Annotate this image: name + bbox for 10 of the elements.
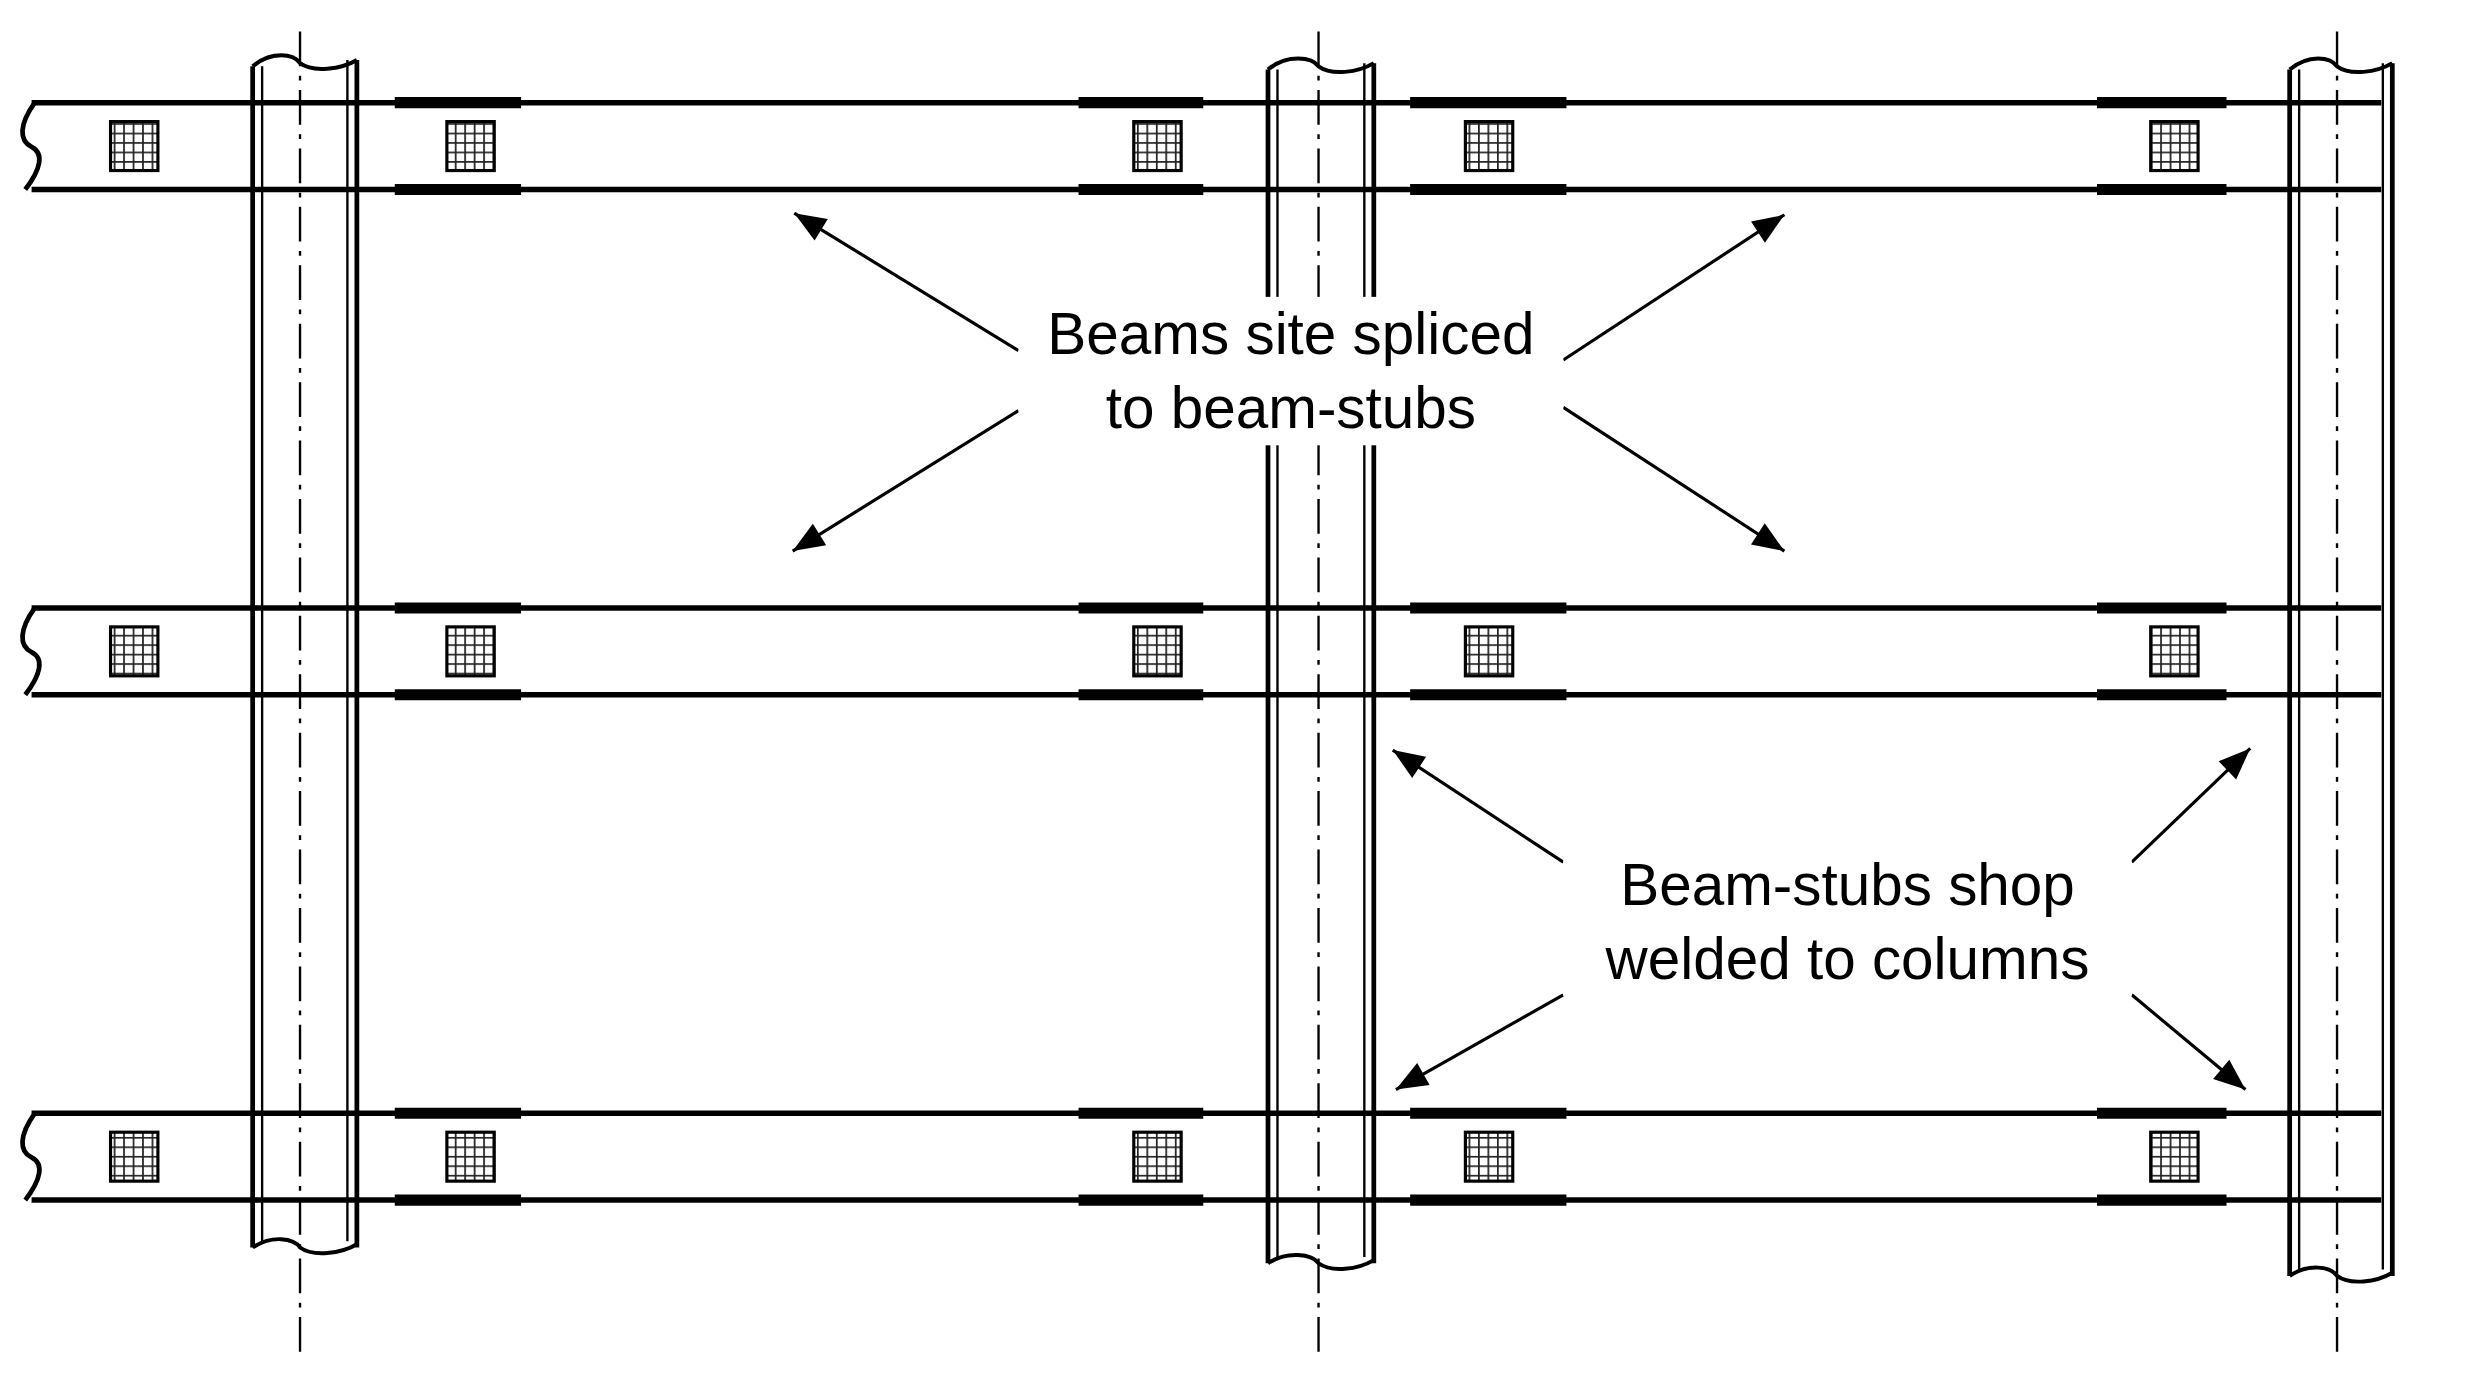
callout-text: Beam-stubs shop welded to columns	[1604, 851, 2091, 994]
leader-line	[1562, 213, 1786, 362]
leader-line	[1395, 993, 1565, 1091]
leader-line	[2130, 993, 2247, 1091]
leader-line	[2130, 747, 2252, 864]
callout-text: Beams site spliced to beam-stubs	[1046, 300, 1536, 443]
leader-line	[791, 409, 1020, 553]
leader-line	[1562, 406, 1786, 553]
leader-line	[1391, 748, 1565, 864]
leader-line	[793, 211, 1020, 352]
